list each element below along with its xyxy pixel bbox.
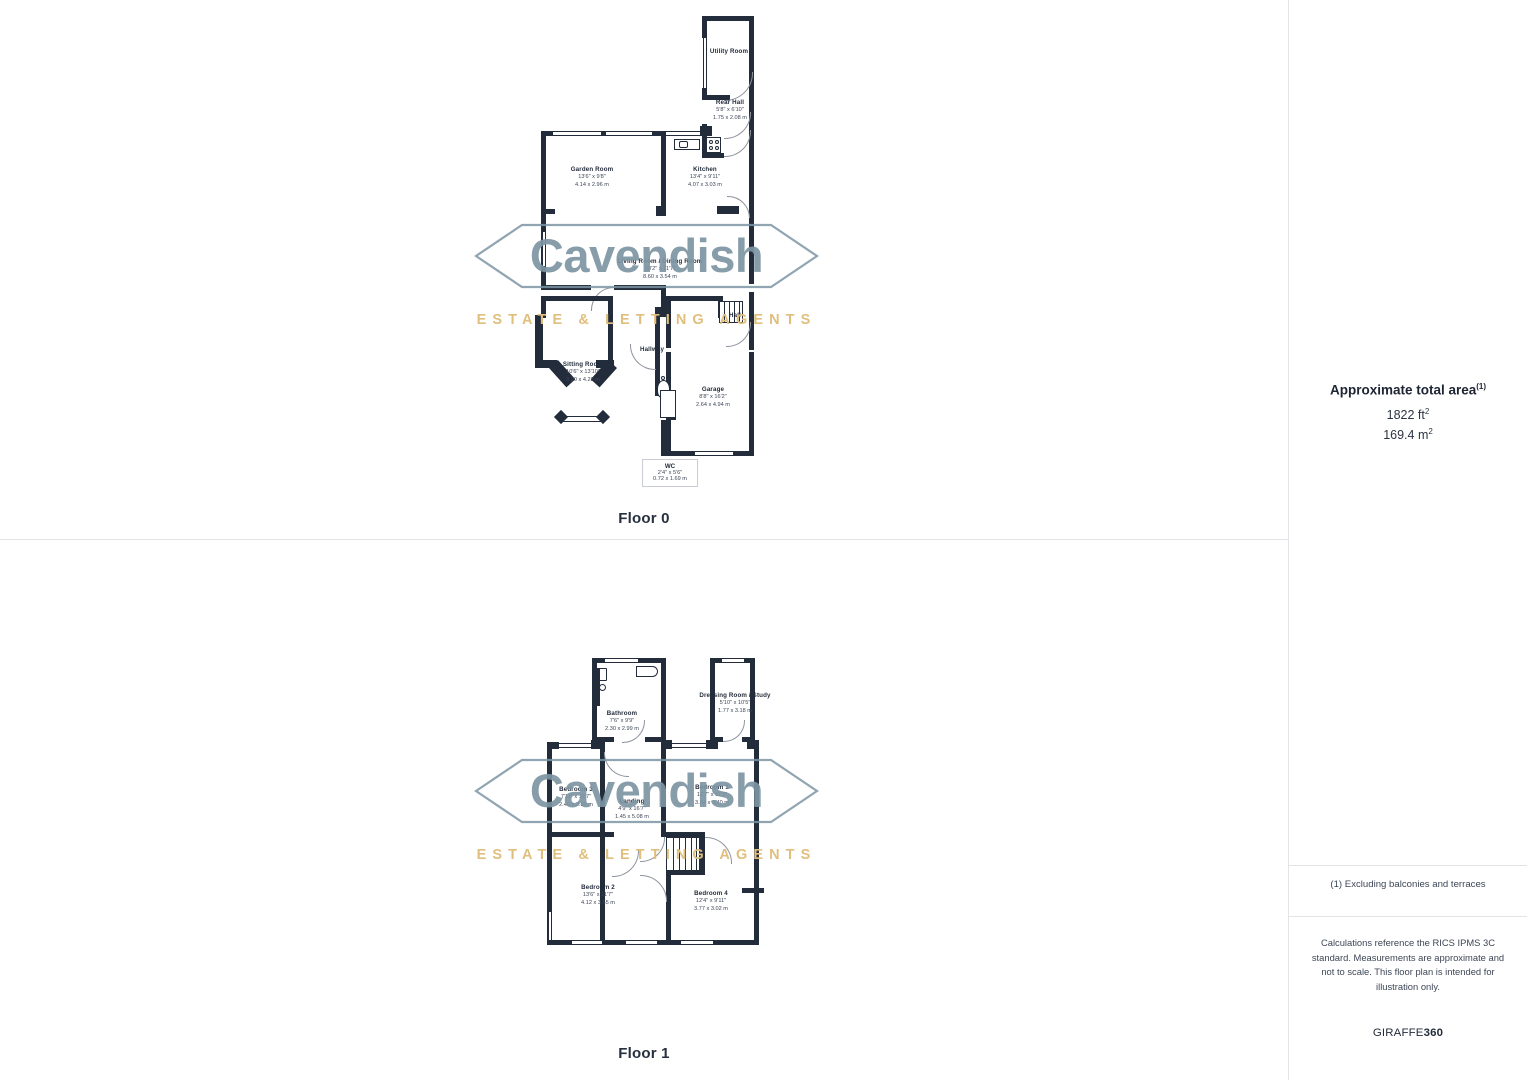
room-label-kitchen: Kitchen 13'4" x 9'11" 4.07 x 3.03 m bbox=[688, 166, 722, 188]
footnote-text: (1) Excluding balconies and terraces bbox=[1330, 879, 1486, 890]
provider-brand-suffix: 360 bbox=[1423, 1027, 1444, 1039]
total-area-block: Approximate total area(1) 1822 ft2 169.4… bbox=[1289, 382, 1527, 447]
sidebar-divider bbox=[1288, 0, 1289, 1080]
info-sidebar: Approximate total area(1) 1822 ft2 169.4… bbox=[1289, 0, 1527, 1080]
staircase-floor-1 bbox=[666, 837, 700, 872]
room-label-bedroom-2: Bedroom 2 13'6" x 11'7" 4.12 x 3.55 m bbox=[581, 884, 615, 906]
room-label-living-dining-room: Living Room / Dining Room 28'2" x 11'7" … bbox=[617, 258, 703, 280]
floor-1-drawing: Bathroom 7'6" x 9'9" 2.30 x 2.99 m Dress… bbox=[0, 540, 1288, 1040]
room-label-bedroom-3: Bedroom 3 7'11" x 12'7" 2.40 x 3.83 m bbox=[559, 786, 593, 808]
total-area-title-superscript: (1) bbox=[1476, 382, 1487, 391]
room-label-dressing-room-study: Dressing Room / Study 5'10" x 10'5" 1.77… bbox=[699, 692, 771, 714]
floor-0-drawing: Utility Room Bathroom Rear Hall 5'8" x 6… bbox=[0, 0, 1288, 505]
total-area-title: Approximate total area(1) bbox=[1289, 382, 1527, 398]
total-area-imperial: 1822 ft2 bbox=[1289, 407, 1527, 422]
room-label-bedroom-1: Bedroom 1 12'7" x 11'2" 3.84 x 3.40 m bbox=[695, 784, 729, 806]
provider-brand: GIRAFFE360 bbox=[1289, 1027, 1527, 1039]
room-label-bedroom-4: Bedroom 4 12'4" x 9'11" 3.77 x 3.02 m bbox=[694, 890, 728, 912]
room-label-wc: WC 2'4" x 5'6" 0.72 x 1.69 m bbox=[642, 459, 698, 487]
sidebar-divider-2 bbox=[1289, 916, 1527, 917]
floor-0-pane: Utility Room Bathroom Rear Hall 5'8" x 6… bbox=[0, 0, 1288, 539]
watermark-brand-subtitle: ESTATE & LETTING AGENTS bbox=[476, 312, 817, 328]
total-area-metric-value: 169.4 m bbox=[1383, 427, 1429, 442]
disclaimer-text: Calculations reference the RICS IPMS 3C … bbox=[1311, 937, 1505, 992]
total-area-imperial-exponent: 2 bbox=[1424, 406, 1430, 416]
room-label-bathroom: Bathroom 7'6" x 9'9" 2.30 x 2.99 m bbox=[605, 710, 639, 732]
floor-0-label: Floor 0 bbox=[618, 510, 670, 527]
room-label-garden-room: Garden Room 13'6" x 9'8" 4.14 x 2.96 m bbox=[570, 166, 614, 188]
floor-1-pane: Bathroom 7'6" x 9'9" 2.30 x 2.99 m Dress… bbox=[0, 540, 1288, 1080]
room-label-utility-room: Utility Room bbox=[709, 48, 749, 55]
floor-section-divider bbox=[0, 539, 1288, 540]
floor-1-label: Floor 1 bbox=[618, 1045, 670, 1062]
room-label-garage: Garage 8'8" x 16'2" 2.64 x 4.94 m bbox=[696, 386, 730, 408]
total-area-imperial-value: 1822 ft bbox=[1386, 407, 1425, 422]
watermark-hexagon-icon bbox=[474, 223, 819, 289]
sidebar-divider-1 bbox=[1289, 865, 1527, 866]
total-area-metric-exponent: 2 bbox=[1428, 426, 1433, 436]
room-label-rear-hall: Bathroom Rear Hall 5'8" x 6'10" 1.75 x 2… bbox=[713, 99, 747, 121]
total-area-title-text: Approximate total area bbox=[1329, 382, 1477, 398]
room-label-hall: Hall bbox=[729, 312, 741, 319]
provider-brand-prefix: GIRAFFE bbox=[1372, 1027, 1424, 1039]
room-label-landing: Landing 4'9" x 16'7" 1.45 x 5.08 m bbox=[615, 798, 649, 820]
total-area-metric: 169.4 m2 bbox=[1289, 427, 1527, 442]
room-label-hallway: Hallway bbox=[639, 346, 665, 353]
room-label-sitting-room: Sitting Room 10'6" x 13'10" 3.20 x 4.23 … bbox=[562, 361, 604, 383]
